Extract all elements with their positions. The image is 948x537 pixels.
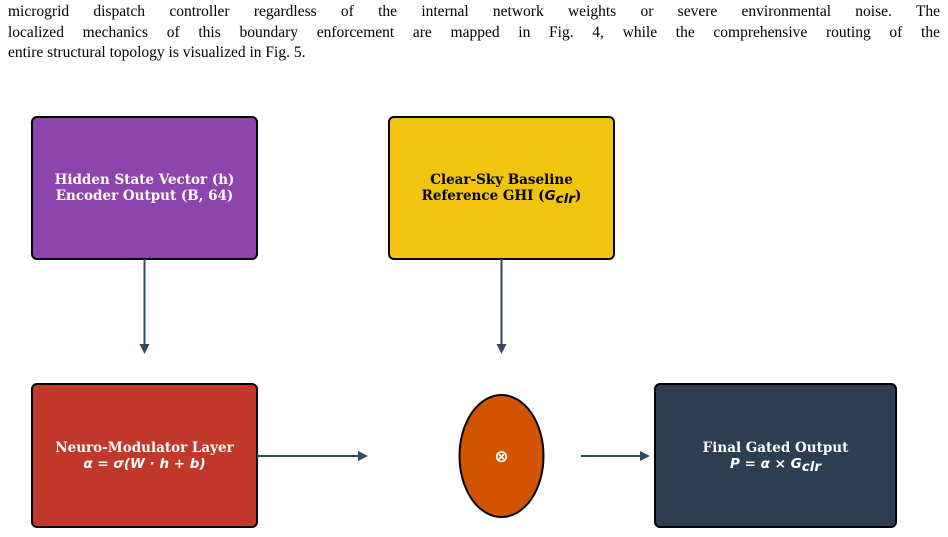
clear-sky-label-2-sub: clr bbox=[556, 191, 577, 207]
clear-sky-label-2-math: G bbox=[545, 188, 556, 204]
hidden-state-label-1: Hidden State Vector (h) bbox=[55, 172, 235, 188]
clear-sky-label-1: Clear-Sky Baseline bbox=[430, 172, 573, 188]
paragraph-line-2: localized mechanics of this boundary enf… bbox=[8, 23, 940, 41]
multiply-ellipse bbox=[458, 394, 545, 518]
hidden-state-label-2: Encoder Output (B, 64) bbox=[56, 188, 234, 204]
output-label-2-math: P = α × G bbox=[730, 456, 802, 472]
modulator-node: Neuro-Modulator Layer α = σ(W · h + b) bbox=[31, 383, 258, 528]
modulator-label-2: α = σ(W · h + b) bbox=[83, 456, 205, 472]
output-node: Final Gated Output P = α × Gclr bbox=[654, 383, 897, 528]
clear-sky-node: Clear-Sky Baseline Reference GHI (Gclr) bbox=[388, 116, 615, 260]
multiply-node: ⊗ bbox=[458, 394, 545, 518]
body-paragraph: microgrid dispatch controller regardless… bbox=[8, 2, 940, 64]
output-label-2: P = α × Gclr bbox=[730, 456, 822, 475]
clear-sky-label-2: Reference GHI (Gclr) bbox=[422, 188, 582, 207]
clear-sky-label-2-prefix: Reference GHI ( bbox=[422, 188, 545, 204]
hidden-state-node: Hidden State Vector (h) Encoder Output (… bbox=[31, 116, 258, 260]
paragraph-line-1: microgrid dispatch controller regardless… bbox=[8, 3, 940, 20]
output-box bbox=[654, 383, 897, 528]
output-label-1: Final Gated Output bbox=[703, 440, 849, 456]
output-label-2-sub: clr bbox=[802, 459, 823, 475]
clear-sky-label-2-suffix: ) bbox=[575, 188, 581, 204]
multiply-icon: ⊗ bbox=[494, 447, 508, 467]
modulator-label-1: Neuro-Modulator Layer bbox=[55, 440, 234, 456]
paragraph-line-3: entire structural topology is visualized… bbox=[8, 44, 306, 61]
